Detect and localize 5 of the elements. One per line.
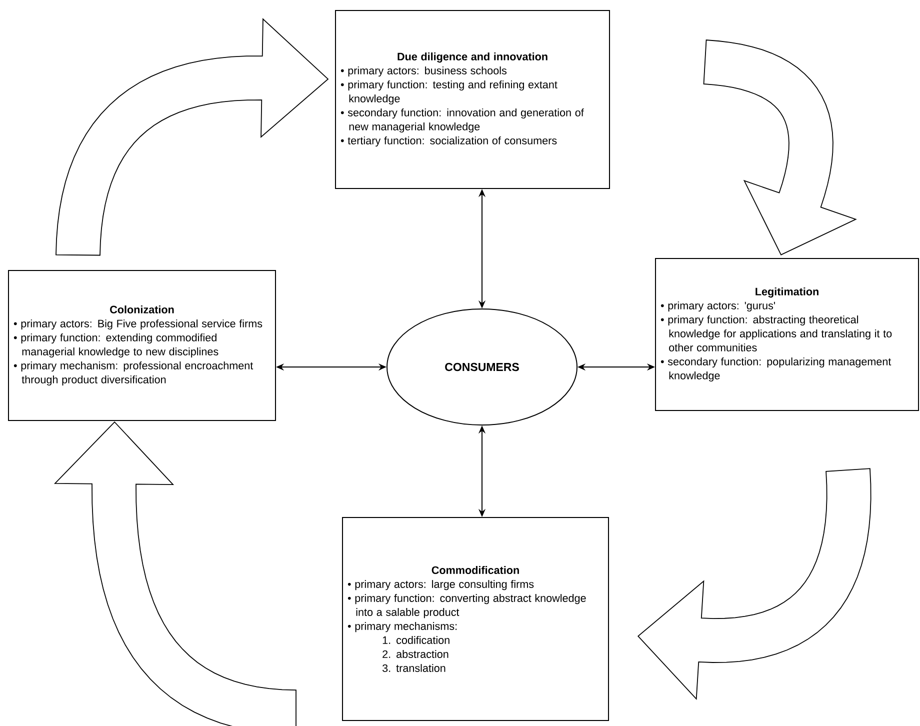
- text-box: Commodification • primary actors: large consulting firms • primary function: converting abstract knowledge into a salable product • primary mechanisms: 1. codification 2. abstraction 3. translation: [342, 517, 609, 721]
- text-box: Legitimation • primary actors: 'gurus' • primary function: abstracting theoretical knowledge for applications and translating it to other communities • secondary function: popularizing management knowledge: [655, 258, 920, 411]
- text-box: Due diligence and innovation • primary actors: business schools • primary function: testing and refining extant knowledge • secondary function: innovation and generation of new managerial knowledge • tertiary function: socialization of consumers: [335, 10, 610, 189]
- text-box: Colonization • primary actors: Big Five professional service firms • primary function: extending commodified managerial knowledge to new disciplines • primary mechanism: professional encroachment through product diversification: [8, 270, 276, 421]
- curved-arrow: [703, 40, 857, 256]
